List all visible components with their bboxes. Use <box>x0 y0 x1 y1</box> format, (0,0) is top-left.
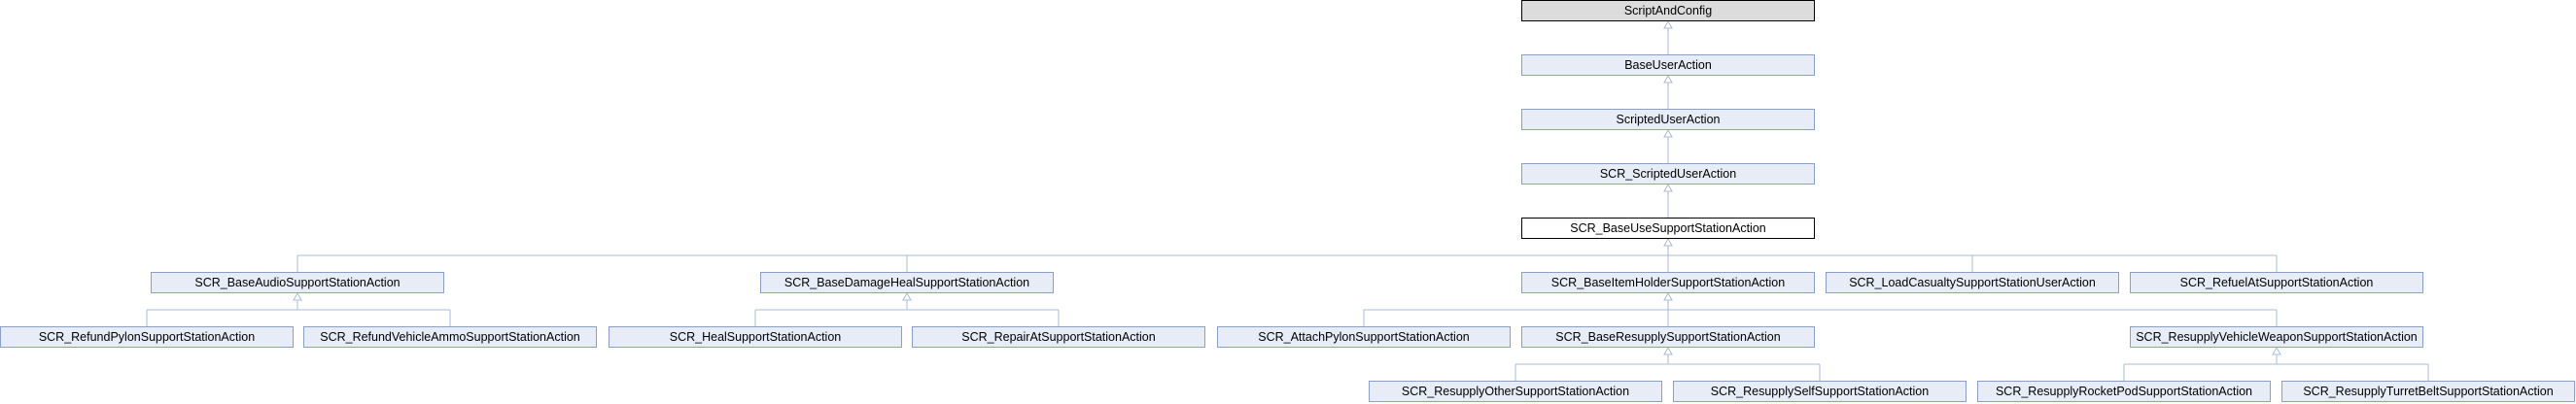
class-node-scr-baseresupplysupportstationaction[interactable]: SCR_BaseResupplySupportStationAction <box>1521 326 1815 348</box>
inheritance-arrowhead <box>1663 183 1673 192</box>
inheritance-edge-group-n0 <box>1663 19 1673 54</box>
class-node-scr-resupplyothersupportstationaction[interactable]: SCR_ResupplyOtherSupportStationAction <box>1369 381 1662 402</box>
class-node-scriptandconfig[interactable]: ScriptAndConfig <box>1521 0 1815 21</box>
inheritance-arrowhead <box>1663 128 1673 138</box>
inheritance-arrowhead <box>1663 346 1673 355</box>
inheritance-arrowhead <box>1663 237 1673 247</box>
class-node-scr-resupplyrocketpodsupportstationaction[interactable]: SCR_ResupplyRocketPodSupportStationActio… <box>1977 381 2271 402</box>
inheritance-edge-group-n15 <box>1514 346 1821 381</box>
inheritance-edge-group-n16 <box>2123 346 2429 381</box>
class-node-scr-refundpylonsupportstationaction[interactable]: SCR_RefundPylonSupportStationAction <box>0 326 294 348</box>
class-node-scr-loadcasualtysupportstationuseraction[interactable]: SCR_LoadCasualtySupportStationUserAction <box>1826 272 2119 293</box>
inheritance-arrowhead <box>1663 19 1673 29</box>
class-node-scr-basedamagehealsupportstationaction[interactable]: SCR_BaseDamageHealSupportStationAction <box>760 272 1054 293</box>
class-node-scr-scripteduseraction[interactable]: SCR_ScriptedUserAction <box>1521 163 1815 185</box>
class-node-scripteduseraction[interactable]: ScriptedUserAction <box>1521 109 1815 130</box>
class-node-scr-refuelatsupportstationaction[interactable]: SCR_RefuelAtSupportStationAction <box>2130 272 2423 293</box>
inheritance-edge-group-n3 <box>1663 183 1673 218</box>
inheritance-edge-group-n6 <box>754 291 1060 326</box>
inheritance-arrowhead <box>902 291 912 301</box>
class-node-scr-resupplyturretbeltsupportstationaction[interactable]: SCR_ResupplyTurretBeltSupportStationActi… <box>2281 381 2575 402</box>
inheritance-edge-group-n5 <box>146 291 451 326</box>
class-node-scr-repairatsupportstationaction[interactable]: SCR_RepairAtSupportStationAction <box>912 326 1205 348</box>
class-node-scr-baseaudiosupportstationaction[interactable]: SCR_BaseAudioSupportStationAction <box>151 272 444 293</box>
class-node-scr-refundvehicleammosupportstationaction[interactable]: SCR_RefundVehicleAmmoSupportStationActio… <box>303 326 597 348</box>
class-node-baseuseraction[interactable]: BaseUserAction <box>1521 54 1815 76</box>
class-node-scr-attachpylonsupportstationaction[interactable]: SCR_AttachPylonSupportStationAction <box>1217 326 1511 348</box>
inheritance-edge-group-n1 <box>1663 74 1673 109</box>
inheritance-edge-group-n7 <box>1363 291 2278 326</box>
inheritance-edge-group-n4 <box>296 237 2278 272</box>
inheritance-edge-group-n2 <box>1663 128 1673 163</box>
inheritance-arrowhead <box>2272 346 2281 355</box>
inheritance-arrowhead <box>1663 74 1673 84</box>
class-node-scr-baseitemholdersupportstationaction[interactable]: SCR_BaseItemHolderSupportStationAction <box>1521 272 1815 293</box>
class-node-scr-baseusesupportstationaction[interactable]: SCR_BaseUseSupportStationAction <box>1521 218 1815 239</box>
inheritance-arrowhead <box>293 291 302 301</box>
class-node-scr-resupplyvehicleweaponsupportstationaction[interactable]: SCR_ResupplyVehicleWeaponSupportStationA… <box>2130 326 2423 348</box>
inheritance-arrowhead <box>1663 291 1673 301</box>
class-node-scr-healsupportstationaction[interactable]: SCR_HealSupportStationAction <box>609 326 902 348</box>
class-node-scr-resupplyselfsupportstationaction[interactable]: SCR_ResupplySelfSupportStationAction <box>1673 381 1967 402</box>
